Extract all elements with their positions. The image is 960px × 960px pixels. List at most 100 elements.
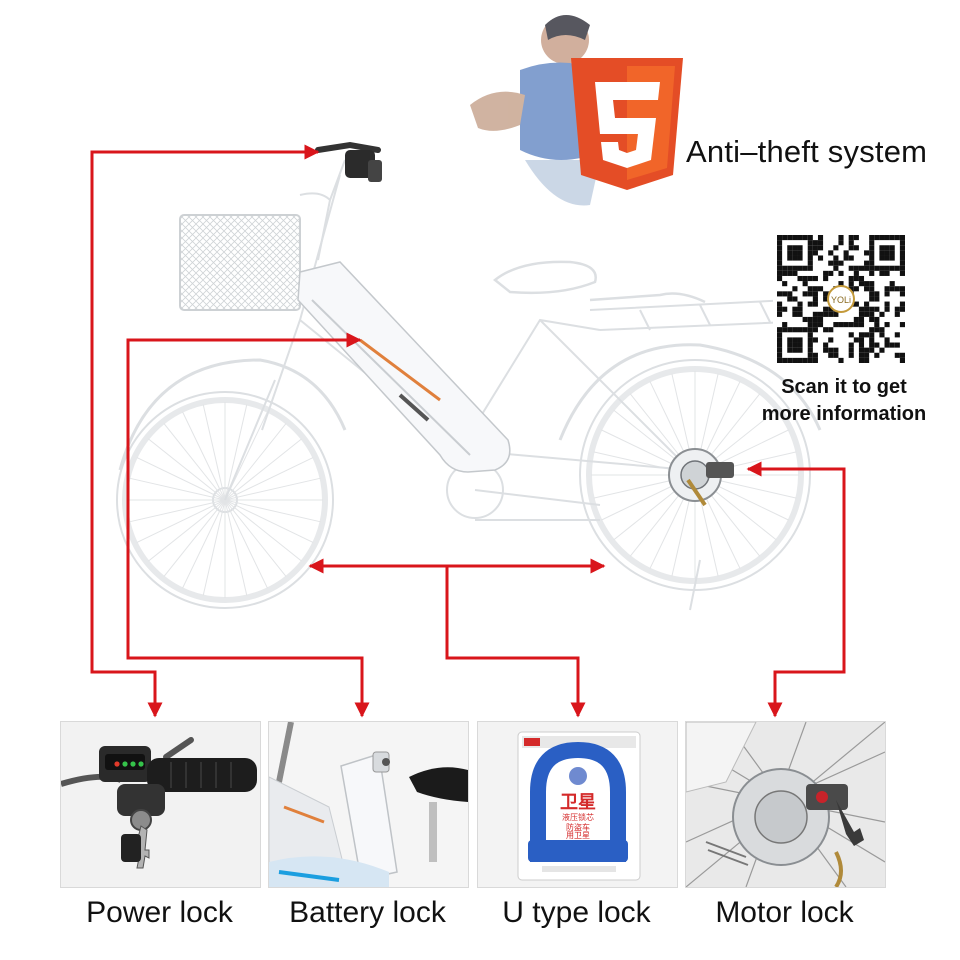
- qr-module: [899, 250, 905, 256]
- qr-module: [853, 245, 859, 251]
- qr-module: [792, 306, 798, 312]
- qr-module: [858, 275, 865, 282]
- qr-module: [807, 235, 813, 241]
- qr-module: [812, 352, 818, 358]
- qr-module: [792, 357, 798, 363]
- qr-module: [787, 291, 793, 297]
- qr-module: [807, 240, 813, 246]
- qr-module: [869, 342, 875, 348]
- qr-module: [777, 311, 783, 317]
- qr-module: [869, 316, 875, 323]
- qr-module: [884, 322, 890, 328]
- qr-module: [807, 286, 813, 292]
- qr-module: [807, 275, 813, 282]
- qr-module: [807, 332, 813, 338]
- qr-module: [802, 265, 808, 271]
- qr-module: [797, 245, 803, 251]
- qr-module: [812, 240, 818, 246]
- shield-logo-icon: [571, 58, 683, 190]
- qr-module: [858, 306, 865, 312]
- qr-module: [787, 255, 793, 261]
- qr-module: [823, 311, 829, 317]
- qr-module: [787, 265, 793, 271]
- qr-module: [869, 270, 875, 276]
- qr-module: [812, 301, 818, 307]
- qr-module: [833, 311, 839, 317]
- qr-module: [894, 286, 900, 292]
- qr-module: [889, 342, 895, 348]
- qr-module: [864, 250, 870, 256]
- qr-module: [792, 265, 798, 271]
- qr-module: [777, 235, 783, 241]
- qr-module: [884, 291, 890, 297]
- wheel-spoke: [224, 457, 314, 501]
- qr-module: [802, 281, 808, 287]
- qr-module: [848, 235, 854, 241]
- qr-module: [899, 235, 905, 241]
- qr-module: [797, 255, 803, 261]
- qr-module: [838, 357, 844, 363]
- qr-module: [874, 265, 880, 271]
- qr-module: [828, 311, 834, 317]
- qr-module: [884, 250, 890, 256]
- qr-module: [899, 255, 905, 261]
- qr-module: [879, 327, 885, 333]
- qr-module: [869, 265, 875, 271]
- qr-module: [797, 265, 803, 271]
- qr-module: [899, 260, 905, 266]
- qr-module: [894, 235, 900, 241]
- qr-module: [797, 337, 803, 343]
- qr-module: [874, 342, 880, 348]
- bike-seat: [409, 767, 468, 802]
- qr-module: [869, 240, 875, 246]
- qr-module: [864, 306, 870, 312]
- qr-module: [899, 245, 905, 251]
- qr-module: [817, 322, 824, 328]
- qr-module: [858, 265, 865, 271]
- qr-module: [817, 235, 824, 241]
- qr-module: [802, 357, 808, 363]
- qr-module: [777, 291, 783, 297]
- qr-module: [777, 301, 783, 307]
- qr-module: [869, 245, 875, 251]
- qr-module: [858, 352, 865, 358]
- qr-module: [899, 286, 905, 292]
- qr-module: [807, 357, 813, 363]
- qr-module: [899, 265, 905, 271]
- qr-module: [807, 255, 813, 261]
- qr-module: [869, 306, 875, 312]
- qr-module: [782, 270, 788, 276]
- handlebar-power-switch: [315, 141, 382, 182]
- qr-module: [879, 332, 885, 338]
- qr-module: [828, 352, 834, 358]
- qr-module: [777, 265, 783, 271]
- qr-module: [838, 322, 844, 328]
- qr-module: [792, 286, 798, 292]
- qr-module: [812, 316, 818, 323]
- qr-module: [807, 327, 813, 333]
- qr-module: [853, 316, 859, 323]
- qr-module: [884, 301, 890, 307]
- qr-module: [858, 347, 865, 353]
- qr-module: [777, 342, 783, 348]
- qr-module: [807, 265, 813, 271]
- qr-module: [889, 255, 895, 261]
- qr-module: [869, 235, 875, 241]
- qr-module: [848, 255, 854, 261]
- qr-module: [828, 327, 834, 333]
- u-lock-crossbar: [528, 840, 628, 862]
- qr-module: [807, 245, 813, 251]
- qr-module: [864, 311, 870, 317]
- qr-module: [869, 286, 875, 292]
- qr-module: [853, 270, 859, 276]
- qr-module: [899, 322, 905, 328]
- arrow-connectors: [90, 144, 846, 718]
- qr-module: [792, 327, 798, 333]
- qr-module: [899, 357, 905, 363]
- qr-module: [777, 347, 783, 353]
- qr-module: [864, 260, 870, 266]
- rear-seat: [589, 292, 706, 304]
- qr-logo-text: YOLi: [831, 295, 851, 305]
- wheel-spoke: [182, 411, 226, 501]
- qr-module: [792, 337, 798, 343]
